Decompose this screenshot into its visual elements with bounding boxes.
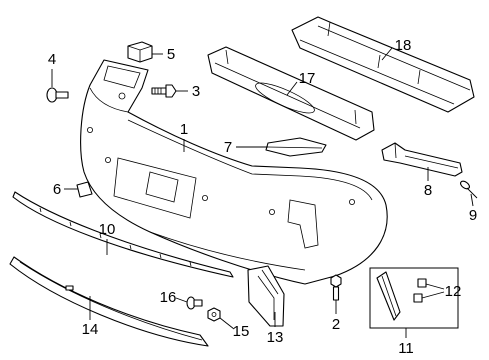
bumper-cover-outline bbox=[80, 59, 388, 285]
lower-strip-body bbox=[9, 256, 209, 347]
part-11-box bbox=[369, 267, 459, 329]
bumper-upper-edge bbox=[89, 87, 129, 113]
callout-13: 13 bbox=[267, 329, 284, 346]
bolt-2-head bbox=[330, 274, 342, 288]
part-12-clip bbox=[413, 293, 423, 303]
molding-strip-body bbox=[12, 191, 234, 278]
nut-hole bbox=[211, 312, 217, 317]
bracket-fold bbox=[267, 146, 323, 149]
absorber-ribs bbox=[214, 49, 361, 129]
bolt-threads bbox=[154, 88, 162, 94]
callout-9: 9 bbox=[469, 207, 477, 224]
part-6-spacer bbox=[76, 181, 93, 198]
callout-3: 3 bbox=[192, 83, 200, 100]
part-4-push-pin bbox=[46, 87, 69, 103]
callout-10: 10 bbox=[99, 221, 116, 238]
bolt-head bbox=[165, 84, 177, 98]
part-13-reflector bbox=[247, 265, 285, 327]
leader-12a bbox=[425, 283, 445, 290]
part-14-lower-strip bbox=[9, 256, 209, 347]
lower-strip-edge bbox=[19, 261, 203, 341]
bumper-top-rim bbox=[127, 119, 373, 201]
callout-7: 7 bbox=[224, 139, 232, 156]
sensor-hole bbox=[268, 208, 275, 215]
part-11-group bbox=[369, 267, 459, 329]
part-18-reinforcement bbox=[291, 16, 475, 113]
sensor-hole bbox=[348, 198, 355, 205]
sensor-hole bbox=[105, 156, 112, 163]
nut-body bbox=[207, 307, 221, 322]
absorber-body bbox=[207, 46, 375, 141]
leader-12b bbox=[421, 291, 445, 299]
clip-edges bbox=[127, 45, 153, 62]
callout-16: 16 bbox=[160, 289, 177, 306]
callout-4: 4 bbox=[48, 51, 56, 68]
screw-head bbox=[460, 180, 470, 190]
retainer-edge bbox=[381, 275, 397, 317]
callout-2: 2 bbox=[332, 316, 340, 333]
callout-17: 17 bbox=[299, 70, 316, 87]
absorber-cutout bbox=[255, 82, 315, 114]
callout-1: 1 bbox=[180, 121, 188, 138]
callouts: 4 5 3 1 17 18 7 8 9 6 10 16 15 14 13 2 1… bbox=[48, 37, 477, 357]
sensor-hole bbox=[87, 127, 94, 134]
spacer-body bbox=[76, 181, 93, 198]
callout-8: 8 bbox=[424, 182, 432, 199]
license-plate-area bbox=[145, 171, 179, 203]
callout-6: 6 bbox=[53, 181, 61, 198]
bumper-tab-slot bbox=[103, 65, 141, 89]
reinforcement-body bbox=[291, 16, 475, 113]
callout-15: 15 bbox=[233, 323, 250, 340]
reflector-body bbox=[247, 265, 285, 327]
license-plate-recess bbox=[113, 157, 197, 219]
bolt-2-shaft bbox=[332, 286, 340, 301]
part-1-bumper-cover bbox=[80, 59, 388, 285]
bumper-tab-hole bbox=[118, 92, 126, 100]
reinforcement-ribs bbox=[299, 21, 471, 105]
part-11-retainer bbox=[376, 271, 401, 321]
callout-12: 12 bbox=[445, 283, 462, 300]
part-8-side-bracket bbox=[381, 142, 463, 177]
callout-14: 14 bbox=[82, 321, 99, 338]
leader-17 bbox=[286, 81, 298, 96]
bolt-shaft bbox=[151, 87, 167, 95]
part-7-bracket bbox=[265, 137, 327, 157]
molding-strip-clips bbox=[39, 207, 192, 267]
leader-9 bbox=[470, 193, 474, 207]
lower-strip-tab bbox=[65, 285, 74, 291]
part-10-molding-strip bbox=[12, 191, 234, 278]
sensor-hole bbox=[201, 194, 208, 201]
push-pin-stem bbox=[55, 91, 69, 99]
part-2-bolt bbox=[330, 274, 342, 301]
leader-16 bbox=[175, 297, 188, 303]
callout-18: 18 bbox=[395, 37, 412, 54]
leader-15 bbox=[219, 317, 235, 330]
side-bracket-edges bbox=[394, 142, 459, 169]
part-12-clip bbox=[417, 278, 427, 288]
reflector-lens-lines bbox=[257, 269, 279, 320]
callout-11: 11 bbox=[398, 340, 414, 357]
leader-lines bbox=[51, 47, 474, 338]
part-3-bolt bbox=[151, 84, 177, 98]
leader-18 bbox=[381, 47, 393, 61]
clip-16-stem bbox=[193, 299, 203, 307]
callout-5: 5 bbox=[167, 46, 175, 63]
bracket-body bbox=[265, 137, 327, 157]
part-17-absorber bbox=[207, 46, 375, 141]
bumper-lower-edge bbox=[149, 231, 306, 271]
part-16-clip bbox=[186, 296, 203, 310]
reflector-cutout bbox=[287, 199, 319, 249]
part-15-nut bbox=[207, 307, 221, 322]
screw-shaft bbox=[466, 187, 478, 199]
part-5-clip bbox=[127, 41, 153, 63]
part-9-screw bbox=[460, 180, 478, 199]
